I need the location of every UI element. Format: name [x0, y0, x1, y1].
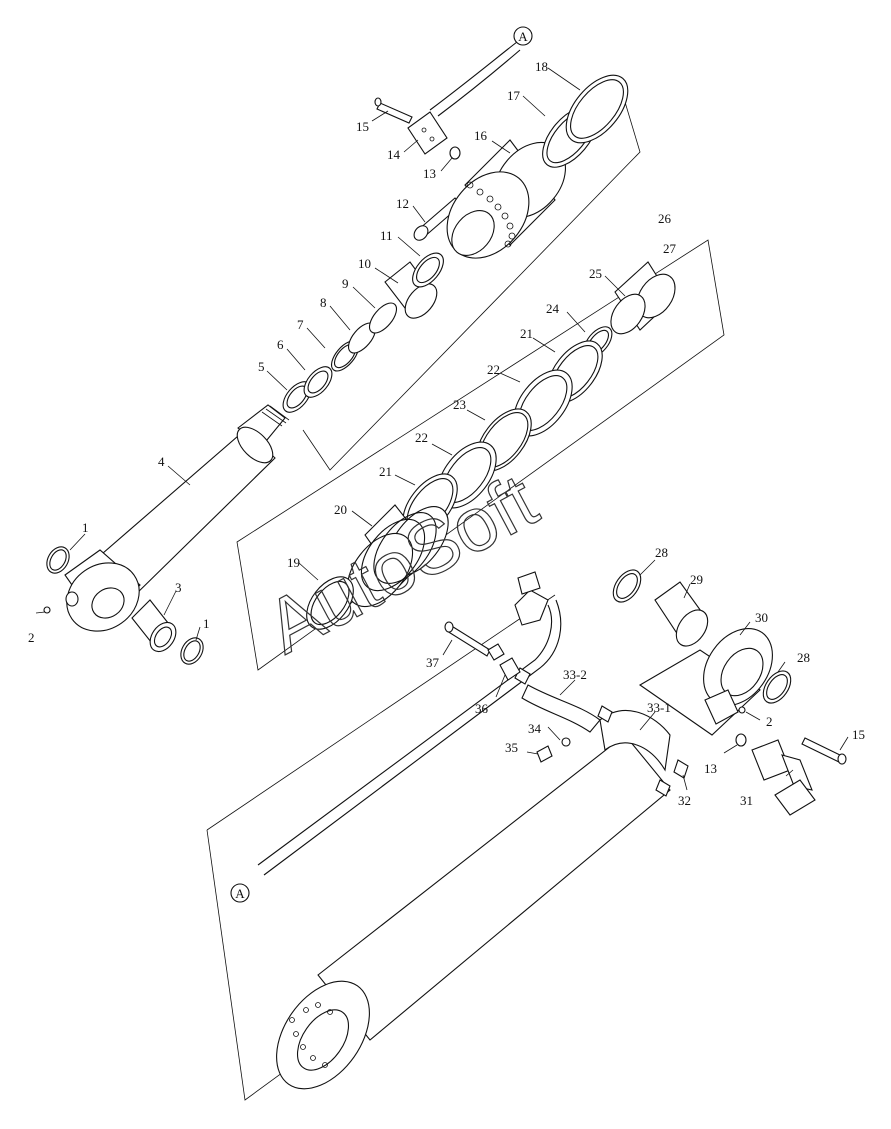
label-21b: 21 — [379, 464, 392, 479]
seal-19 — [306, 576, 354, 630]
bolt-15-bottom — [801, 737, 847, 765]
label-22a: 22 — [487, 362, 500, 377]
label-15-bottom: 15 — [852, 727, 865, 742]
label-1a: 1 — [82, 520, 89, 535]
label-9: 9 — [342, 276, 349, 291]
label-7: 7 — [297, 317, 304, 332]
label-15-top: 15 — [356, 119, 369, 134]
label-33-2: 33-2 — [563, 667, 587, 682]
label-24: 24 — [546, 301, 560, 316]
leader-lines — [35, 67, 849, 791]
label-8: 8 — [320, 295, 327, 310]
label-14: 14 — [387, 147, 401, 162]
pipe-flange-14 — [407, 111, 448, 155]
label-32: 32 — [678, 793, 691, 808]
label-12: 12 — [396, 196, 409, 211]
connector-a-bottom: A — [230, 883, 250, 903]
label-11: 11 — [380, 228, 393, 243]
bolt-35 — [536, 745, 553, 763]
bushing-3 — [131, 599, 177, 653]
label-23: 23 — [453, 397, 466, 412]
label-20: 20 — [334, 502, 347, 517]
label-35: 35 — [505, 740, 518, 755]
cylinder-barrel — [276, 734, 671, 1090]
label-13-top: 13 — [423, 166, 436, 181]
pipe-connector-31 — [751, 739, 816, 816]
connector-a-top-label: A — [518, 29, 528, 44]
grease-fitting-2b — [738, 706, 746, 714]
piston-nut-25 — [610, 261, 676, 335]
seal-ring-28b — [762, 670, 792, 704]
label-33-1: 33-1 — [647, 700, 671, 715]
bolt-15-top — [374, 97, 413, 124]
label-36: 36 — [475, 701, 489, 716]
connector-a-bottom-label: A — [235, 886, 245, 901]
label-5: 5 — [258, 359, 265, 374]
label-28a: 28 — [655, 545, 668, 560]
label-34: 34 — [528, 721, 542, 736]
label-31: 31 — [740, 793, 753, 808]
label-17: 17 — [507, 88, 521, 103]
nut-34 — [561, 737, 571, 747]
bolt-37 — [444, 621, 505, 661]
cylinder-head — [446, 139, 567, 259]
o-ring-13-bottom — [735, 733, 747, 747]
label-21a: 21 — [520, 326, 533, 341]
piston-assembly-frame — [236, 239, 725, 671]
bushing-29 — [654, 581, 709, 647]
label-37: 37 — [426, 655, 440, 670]
label-6: 6 — [277, 337, 284, 352]
piston-20 — [346, 504, 449, 608]
label-2b: 2 — [766, 714, 773, 729]
label-27: 27 — [663, 241, 677, 256]
label-16: 16 — [474, 128, 488, 143]
label-13-bottom: 13 — [704, 761, 717, 776]
seal-ring-18 — [565, 74, 629, 144]
pipe-fitting-upper — [514, 571, 549, 626]
label-25: 25 — [589, 266, 602, 281]
label-19: 19 — [287, 555, 300, 570]
hydraulic-pipe — [257, 41, 562, 876]
rod-eye — [64, 549, 141, 632]
seal-ring-28a — [612, 569, 642, 603]
label-18: 18 — [535, 59, 548, 74]
label-28b: 28 — [797, 650, 810, 665]
label-1b: 1 — [203, 616, 210, 631]
part-labels: 1 1 2 2 3 4 5 6 7 8 9 10 11 12 13 13 14 … — [28, 59, 865, 808]
clamp-33-1 — [597, 705, 671, 797]
seal-ring-1b — [180, 637, 204, 665]
bolt-32 — [673, 759, 689, 779]
seal-ring-1a — [46, 546, 70, 574]
label-3: 3 — [175, 580, 182, 595]
label-26: 26 — [658, 211, 672, 226]
o-ring-13-top — [449, 146, 461, 160]
clamp-33-2 — [514, 667, 601, 733]
grease-fitting-2a — [43, 606, 51, 614]
seal-rings-rod — [282, 252, 444, 413]
label-2a: 2 — [28, 630, 35, 645]
label-22b: 22 — [415, 430, 428, 445]
label-29: 29 — [690, 572, 703, 587]
rod-assembly-frame — [302, 91, 641, 471]
pipe-bracket-36 — [499, 657, 521, 681]
barrel-head-30 — [638, 627, 773, 736]
label-30: 30 — [755, 610, 768, 625]
connector-a-top: A — [513, 26, 533, 46]
label-4: 4 — [158, 454, 165, 469]
label-10: 10 — [358, 256, 371, 271]
